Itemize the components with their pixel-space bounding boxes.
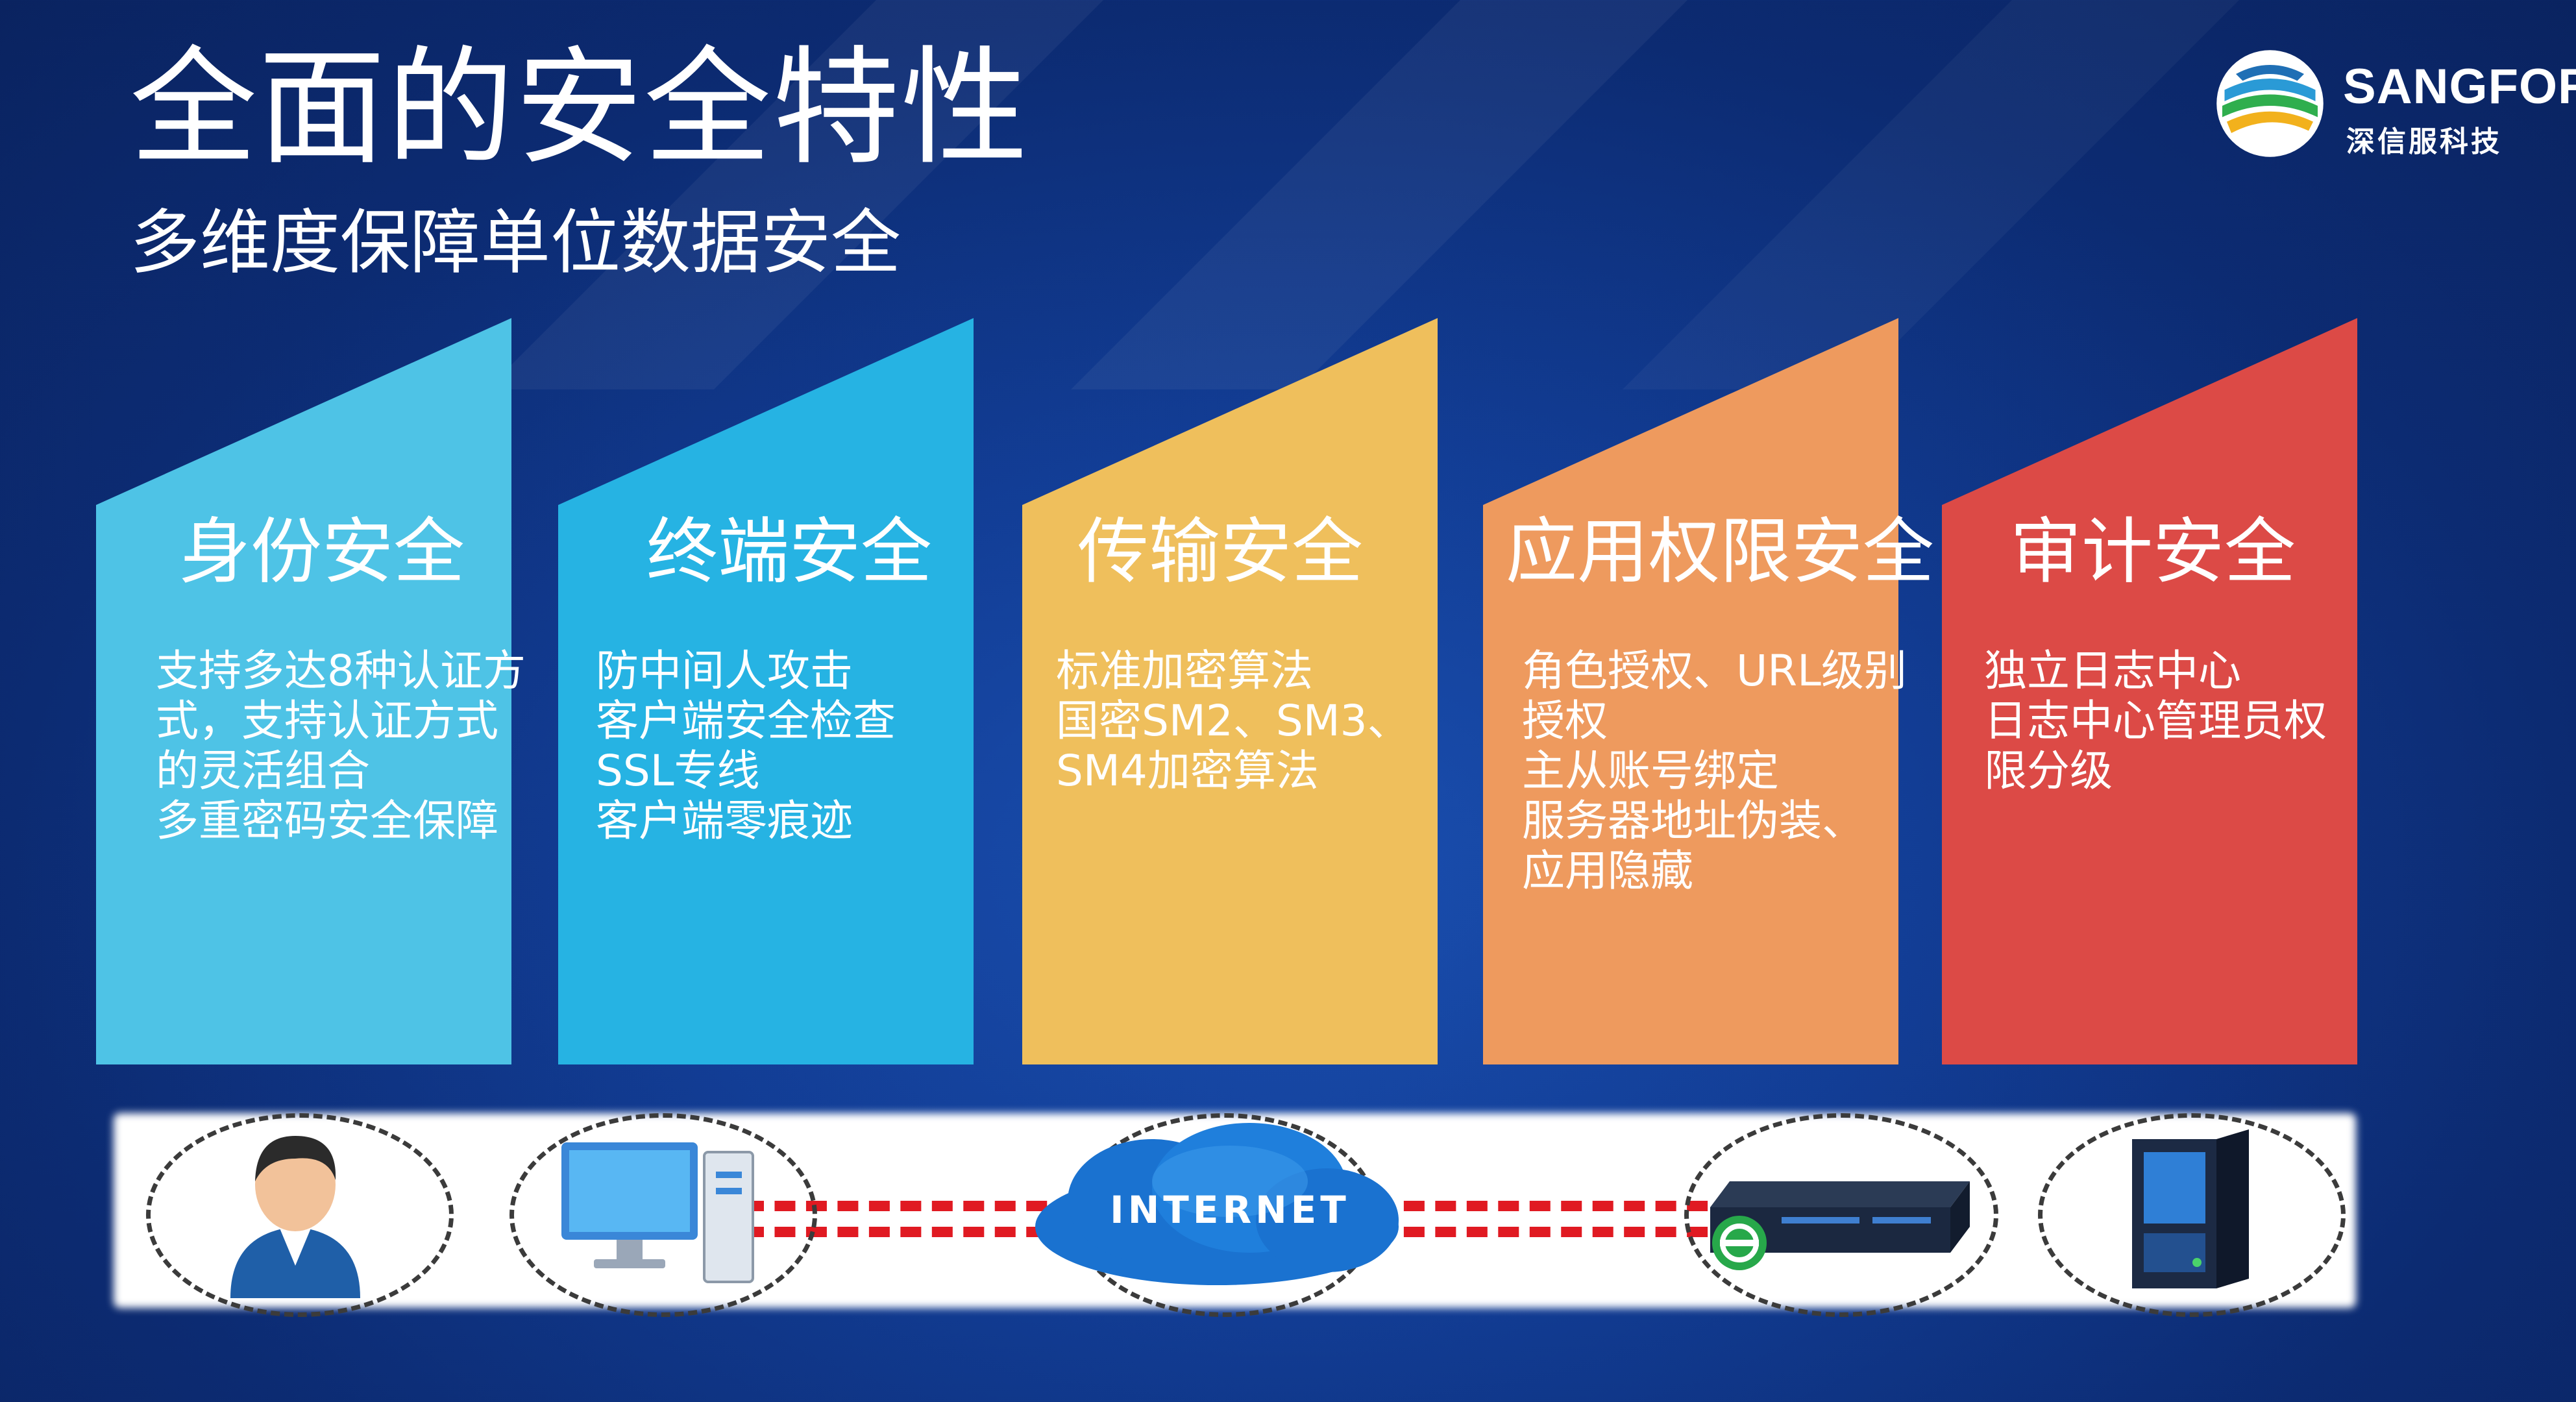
card-line: 国密SM2、SM3、 — [1056, 696, 1410, 746]
node-ring — [1684, 1113, 1998, 1317]
card-line: SM4加密算法 — [1056, 746, 1319, 796]
card-background — [1022, 318, 1438, 1064]
card-transport-security: 传输安全 标准加密算法 国密SM2、SM3、 SM4加密算法 — [1022, 318, 1438, 1064]
page-title: 全面的安全特性 — [130, 34, 1030, 182]
card-background — [96, 318, 511, 1064]
card-background — [558, 318, 974, 1064]
sangfor-logo-icon — [2216, 50, 2324, 157]
card-line: 角色授权、URL级别 — [1522, 646, 1907, 696]
card-application-permission-security: 应用权限安全 角色授权、URL级别 授权 主从账号绑定 服务器地址伪装、 应用隐… — [1483, 318, 1934, 1064]
card-background — [1483, 318, 1898, 1064]
card-description: 角色授权、URL级别 授权 主从账号绑定 服务器地址伪装、 应用隐藏 — [1522, 646, 1907, 896]
internet-label: INTERNET — [1110, 1188, 1350, 1232]
card-description: 独立日志中心 日志中心管理员权 限分级 — [1984, 646, 2327, 796]
card-title: 身份安全 — [179, 510, 465, 593]
card-line: 的灵活组合 — [156, 746, 370, 796]
logo-name-cn: 深信服科技 — [2346, 125, 2502, 158]
card-line: 客户端安全检查 — [596, 696, 896, 746]
card-background — [1942, 318, 2357, 1064]
internet-cloud-icon — [1035, 1123, 1399, 1285]
node-ring — [509, 1113, 817, 1317]
page-subtitle: 多维度保障单位数据安全 — [130, 203, 902, 284]
network-flow-diagram: INTERNET — [107, 1103, 2362, 1318]
card-audit-security: 审计安全 独立日志中心 日志中心管理员权 限分级 — [1942, 318, 2357, 1064]
card-line: 授权 — [1522, 696, 1608, 746]
server-tower-icon — [2132, 1129, 2249, 1288]
card-line: 多重密码安全保障 — [156, 796, 498, 846]
card-title: 终端安全 — [646, 510, 932, 593]
card-description: 支持多达8种认证方 式，支持认证方式 的灵活组合 多重密码安全保障 — [156, 646, 526, 846]
sangfor-logo: SANGFOR 深信服科技 — [2213, 39, 2576, 162]
card-line: 客户端零痕迹 — [596, 796, 853, 846]
card-line: 式，支持认证方式 — [156, 696, 498, 746]
logo-name: SANGFOR — [2343, 59, 2576, 114]
card-line: 支持多达8种认证方 — [156, 646, 526, 696]
card-line: 日志中心管理员权 — [1984, 696, 2327, 746]
card-description: 防中间人攻击 客户端安全检查 SSL专线 客户端零痕迹 — [596, 646, 896, 846]
card-endpoint-security: 终端安全 防中间人攻击 客户端安全检查 SSL专线 客户端零痕迹 — [558, 318, 974, 1064]
card-identity-security: 身份安全 支持多达8种认证方 式，支持认证方式 的灵活组合 多重密码安全保障 — [96, 318, 526, 1064]
node-ring — [2038, 1113, 2346, 1317]
gateway-appliance-icon — [1710, 1181, 1970, 1270]
card-line: 独立日志中心 — [1984, 646, 2241, 696]
card-title: 应用权限安全 — [1506, 510, 1934, 593]
card-description: 标准加密算法 国密SM2、SM3、 SM4加密算法 — [1056, 646, 1410, 796]
card-title: 审计安全 — [2010, 510, 2296, 593]
card-line: 标准加密算法 — [1056, 646, 1313, 696]
card-line: 限分级 — [1984, 746, 2113, 796]
card-title: 传输安全 — [1077, 510, 1363, 593]
card-line: 应用隐藏 — [1522, 846, 1693, 896]
card-line: 防中间人攻击 — [596, 646, 853, 696]
card-line: 主从账号绑定 — [1522, 746, 1779, 796]
node-ring — [146, 1113, 454, 1317]
desktop-computer-icon — [561, 1142, 754, 1283]
card-line: 服务器地址伪装、 — [1522, 796, 1865, 846]
user-icon — [230, 1136, 360, 1298]
card-line: SSL专线 — [596, 746, 760, 796]
